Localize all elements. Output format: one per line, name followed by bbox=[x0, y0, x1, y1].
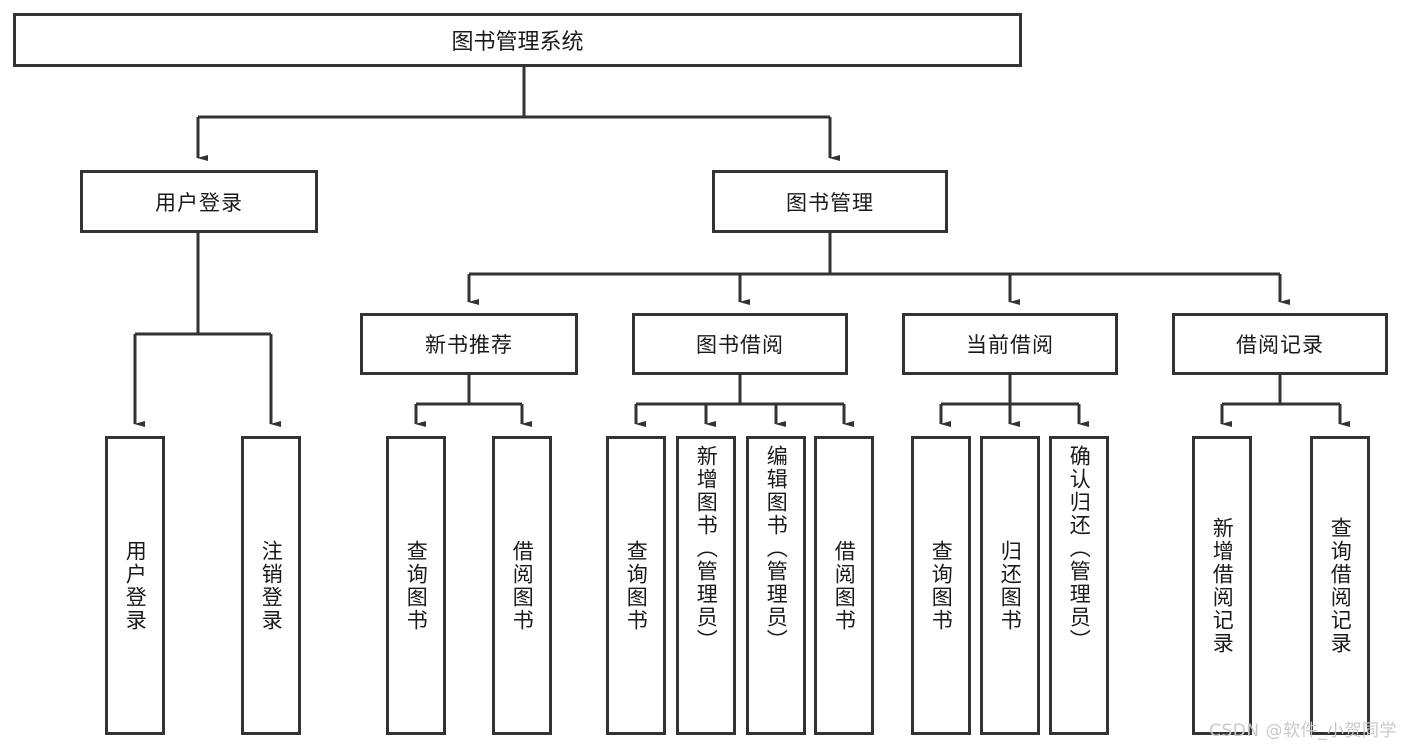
leaf-label: 归还图书 bbox=[998, 539, 1023, 632]
leaf-label: 查询借阅记录 bbox=[1328, 516, 1353, 655]
leaf-user-login-logout[interactable]: 注销登录 bbox=[241, 436, 301, 735]
leaf-recommend-query-book[interactable]: 查询图书 bbox=[386, 436, 446, 735]
leaf-borrow-query-book[interactable]: 查询图书 bbox=[606, 436, 666, 735]
leaf-current-query-book[interactable]: 查询图书 bbox=[911, 436, 971, 735]
leaf-record-query-record[interactable]: 查询借阅记录 bbox=[1310, 436, 1370, 735]
leaf-label: 用户登录 bbox=[123, 539, 148, 632]
leaf-label: 新增借阅记录 bbox=[1210, 516, 1235, 655]
node-new-book-recommend[interactable]: 新书推荐 bbox=[360, 313, 578, 375]
node-label: 借阅记录 bbox=[1236, 333, 1324, 357]
leaf-user-login-login[interactable]: 用户登录 bbox=[105, 436, 165, 735]
node-root-system[interactable]: 图书管理系统 bbox=[13, 13, 1022, 67]
leaf-label: 编辑图书（管理员） bbox=[764, 445, 789, 652]
csdn-watermark: CSDN @软件_小贺同学 bbox=[1209, 721, 1397, 741]
leaf-label: 查询图书 bbox=[624, 539, 649, 632]
leaf-label: 查询图书 bbox=[929, 539, 954, 632]
leaf-borrow-edit-book[interactable]: 编辑图书（管理员） bbox=[746, 436, 806, 735]
node-label: 当前借阅 bbox=[966, 333, 1054, 357]
node-label: 图书管理 bbox=[786, 190, 874, 215]
leaf-recommend-borrow-book[interactable]: 借阅图书 bbox=[492, 436, 552, 735]
leaf-record-add-record[interactable]: 新增借阅记录 bbox=[1192, 436, 1252, 735]
node-label: 新书推荐 bbox=[425, 333, 513, 357]
leaf-borrow-borrow-book[interactable]: 借阅图书 bbox=[814, 436, 874, 735]
node-book-management[interactable]: 图书管理 bbox=[712, 170, 948, 233]
leaf-current-confirm-return[interactable]: 确认归还（管理员） bbox=[1049, 436, 1109, 735]
node-borrow-record[interactable]: 借阅记录 bbox=[1172, 313, 1388, 375]
node-label: 用户登录 bbox=[155, 190, 243, 215]
leaf-label: 确认归还（管理员） bbox=[1067, 445, 1092, 652]
node-user-login[interactable]: 用户登录 bbox=[80, 170, 318, 233]
node-current-borrow[interactable]: 当前借阅 bbox=[902, 313, 1118, 375]
leaf-label: 查询图书 bbox=[404, 539, 429, 632]
leaf-label: 新增图书（管理员） bbox=[694, 445, 719, 652]
leaf-label: 注销登录 bbox=[259, 539, 284, 632]
leaf-label: 借阅图书 bbox=[832, 539, 857, 632]
leaf-current-return-book[interactable]: 归还图书 bbox=[980, 436, 1040, 735]
node-label: 图书借阅 bbox=[696, 333, 784, 357]
leaf-borrow-add-book[interactable]: 新增图书（管理员） bbox=[676, 436, 736, 735]
leaf-label: 借阅图书 bbox=[510, 539, 535, 632]
node-book-borrow[interactable]: 图书借阅 bbox=[632, 313, 848, 375]
node-label: 图书管理系统 bbox=[451, 30, 584, 55]
